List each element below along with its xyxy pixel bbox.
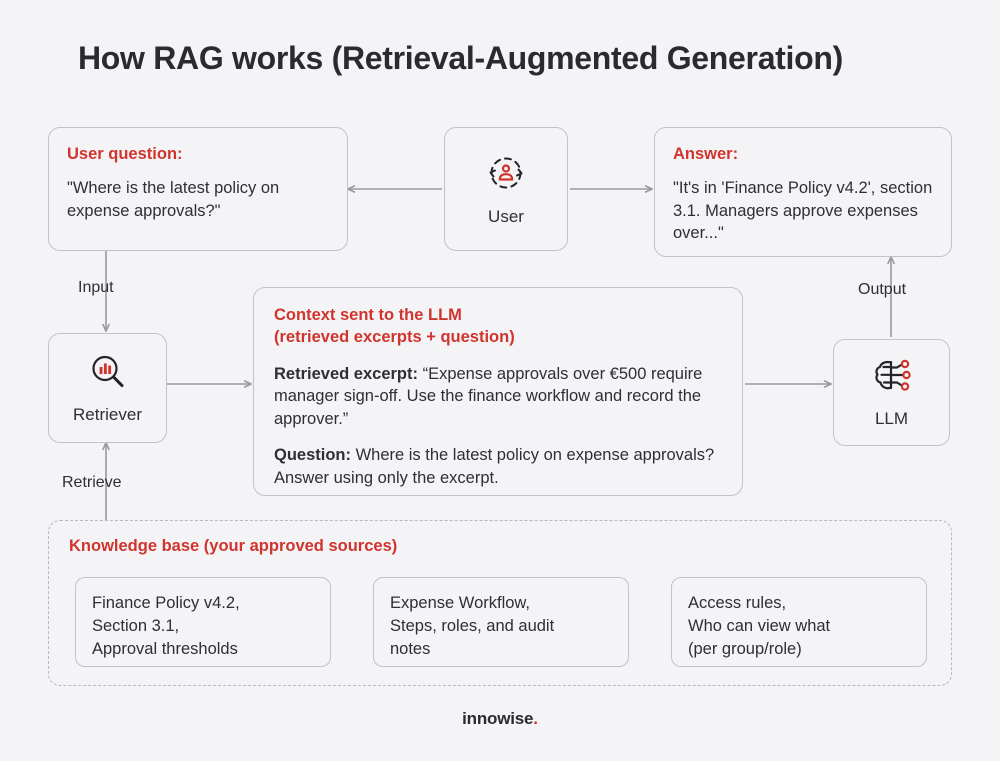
edge-label-input: Input [78, 279, 114, 296]
context-question: Question: Where is the latest policy on … [274, 444, 722, 490]
kb-card-3-line-1: Access rules, [688, 594, 787, 612]
user-cycle-icon [484, 151, 528, 195]
kb-card-1[interactable]: Finance Policy v4.2, Section 3.1, Approv… [75, 577, 331, 667]
answer-text: "It's in 'Finance Policy v4.2', section … [673, 178, 933, 243]
kb-card-1-line-2: Section 3.1, [92, 616, 180, 635]
kb-card-3-line-2: Who can view what [688, 616, 831, 635]
knowledge-base-title: Knowledge base (your approved sources) [69, 537, 398, 555]
kb-card-1-line-3: Approval thresholds [92, 639, 238, 658]
context-heading-line2: (retrieved excerpts + question) [274, 327, 515, 346]
context-heading-line1: Context sent to the LLM [274, 306, 462, 324]
brand-name: innowise [462, 709, 534, 728]
kb-card-2-line-2: Steps, roles, and audit [390, 616, 555, 635]
brain-circuit-icon [870, 357, 914, 397]
context-excerpt: Retrieved excerpt: “Expense approvals ov… [274, 363, 722, 431]
kb-card-3-line-3: (per group/role) [688, 639, 802, 658]
answer-card[interactable]: Answer: "It's in 'Finance Policy v4.2', … [654, 127, 952, 257]
user-question-text: "Where is the latest policy on expense a… [67, 178, 280, 220]
brand-dot-icon: . [533, 709, 538, 728]
kb-card-2-line-3: notes [390, 639, 431, 658]
node-user[interactable]: User [444, 127, 568, 251]
kb-card-3[interactable]: Access rules, Who can view what (per gro… [671, 577, 927, 667]
brand-logo: innowise. [0, 709, 1000, 729]
magnifier-chart-icon [87, 351, 129, 393]
node-retriever-label: Retriever [73, 405, 142, 424]
context-question-label: Question: [274, 445, 351, 464]
knowledge-base-container: Knowledge base (your approved sources) F… [48, 520, 952, 686]
user-question-heading: User question: [67, 145, 183, 163]
node-llm[interactable]: LLM [833, 339, 950, 446]
context-excerpt-text: “Expense approvals over €500 require man… [274, 364, 703, 429]
answer-heading: Answer: [673, 145, 739, 163]
context-question-text: Where is the latest policy on expense ap… [274, 445, 715, 487]
user-question-card[interactable]: User question: "Where is the latest poli… [48, 127, 348, 251]
node-user-label: User [488, 207, 524, 226]
context-excerpt-label: Retrieved excerpt: [274, 364, 418, 383]
kb-card-2-line-1: Expense Workflow, [390, 594, 531, 612]
edge-label-output: Output [858, 281, 907, 298]
page-title: How RAG works (Retrieval-Augmented Gener… [78, 40, 843, 76]
kb-card-2[interactable]: Expense Workflow, Steps, roles, and audi… [373, 577, 629, 667]
kb-card-1-line-1: Finance Policy v4.2, [92, 594, 240, 612]
edge-label-retrieve: Retrieve [62, 474, 122, 491]
context-card[interactable]: Context sent to the LLM (retrieved excer… [253, 287, 743, 496]
node-llm-label: LLM [874, 408, 909, 428]
node-retriever[interactable]: Retriever [48, 333, 167, 443]
